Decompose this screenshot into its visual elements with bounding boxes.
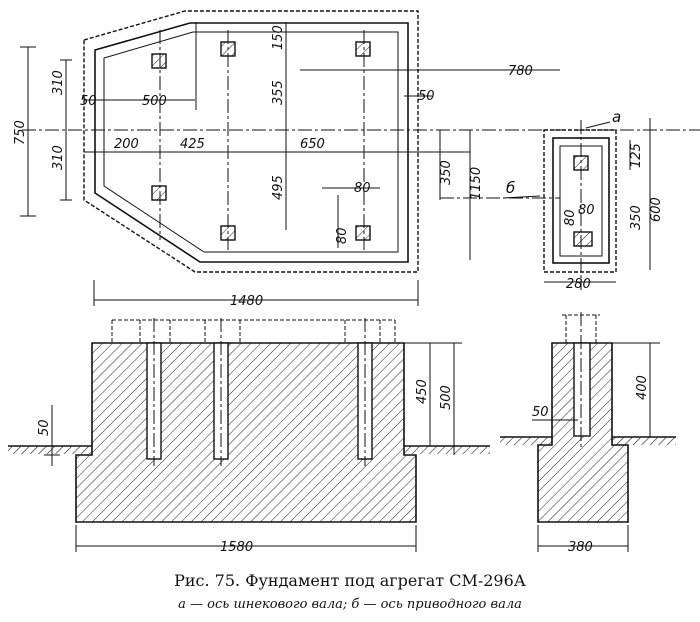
section-dim-450: 450 bbox=[415, 379, 430, 404]
dim-150: 150 bbox=[271, 25, 286, 50]
bolt-square bbox=[220, 41, 236, 57]
plan-dimension-texts: 310 50 500 150 355 780 50 750 310 200 42… bbox=[13, 25, 533, 309]
side-dim-80b: 80 bbox=[578, 203, 595, 218]
figure-caption-subtitle: а — ось шнекового вала; б — ось приводно… bbox=[178, 597, 522, 612]
side-plan-view bbox=[502, 118, 651, 290]
side-section-dim-50: 50 bbox=[532, 405, 549, 420]
section-dim-50: 50 bbox=[37, 419, 52, 436]
dim-495: 495 bbox=[271, 175, 286, 200]
side-anchor-well bbox=[573, 342, 591, 437]
bolt-square bbox=[151, 53, 167, 69]
side-dim-600: 600 bbox=[649, 197, 664, 222]
side-section-texts: 50 400 380 bbox=[532, 375, 650, 555]
dim-500: 500 bbox=[142, 94, 167, 109]
dim-310-top: 310 bbox=[51, 70, 66, 95]
plan-inner-outline-2 bbox=[103, 31, 399, 253]
bolt-square bbox=[573, 231, 593, 247]
side-dim-350: 350 bbox=[629, 205, 644, 230]
side-dim-280: 280 bbox=[566, 277, 591, 292]
bolt-square bbox=[151, 185, 167, 201]
plan-outer-outline bbox=[83, 10, 419, 273]
dim-650: 650 bbox=[300, 137, 325, 152]
dim-350: 350 bbox=[439, 160, 454, 185]
dim-80-v: 80 bbox=[335, 227, 350, 244]
dim-50-left: 50 bbox=[80, 94, 97, 109]
side-section-view bbox=[500, 312, 676, 552]
dim-50-right: 50 bbox=[418, 89, 435, 104]
figure-caption-title: Рис. 75. Фундамент под агрегат СМ-296А bbox=[174, 571, 526, 590]
main-plan-view bbox=[83, 10, 419, 273]
side-section-dim-380: 380 bbox=[568, 540, 593, 555]
side-dim-125: 125 bbox=[629, 143, 644, 168]
dim-200: 200 bbox=[114, 137, 139, 152]
bolt-square bbox=[355, 41, 371, 57]
dim-355: 355 bbox=[271, 80, 286, 105]
plan-inner-outline bbox=[94, 22, 409, 263]
section-dim-1580: 1580 bbox=[220, 540, 253, 555]
dim-750: 750 bbox=[13, 120, 28, 145]
dim-1480: 1480 bbox=[230, 294, 263, 309]
section-dim-500: 500 bbox=[439, 385, 454, 410]
dim-780: 780 bbox=[508, 64, 533, 79]
side-section-dim-400: 400 bbox=[635, 375, 650, 400]
side-plan-texts: а б 125 350 600 80 80 280 bbox=[506, 108, 664, 292]
main-section-texts: 50 450 500 1580 bbox=[37, 379, 454, 555]
side-dim-80a: 80 bbox=[563, 209, 578, 226]
bolt-square bbox=[355, 225, 371, 241]
axis-label-b: б bbox=[506, 179, 515, 197]
dim-310-bottom: 310 bbox=[51, 145, 66, 170]
foundation-drawing: 310 50 500 150 355 780 50 750 310 200 42… bbox=[8, 10, 700, 555]
dim-425: 425 bbox=[180, 137, 205, 152]
axis-label-a: а bbox=[612, 108, 621, 126]
bolt-square bbox=[220, 225, 236, 241]
dim-80-h: 80 bbox=[354, 181, 371, 196]
dim-1150: 1150 bbox=[469, 167, 484, 200]
main-section-view bbox=[8, 318, 490, 552]
plan-anchor-bolts bbox=[151, 41, 371, 241]
